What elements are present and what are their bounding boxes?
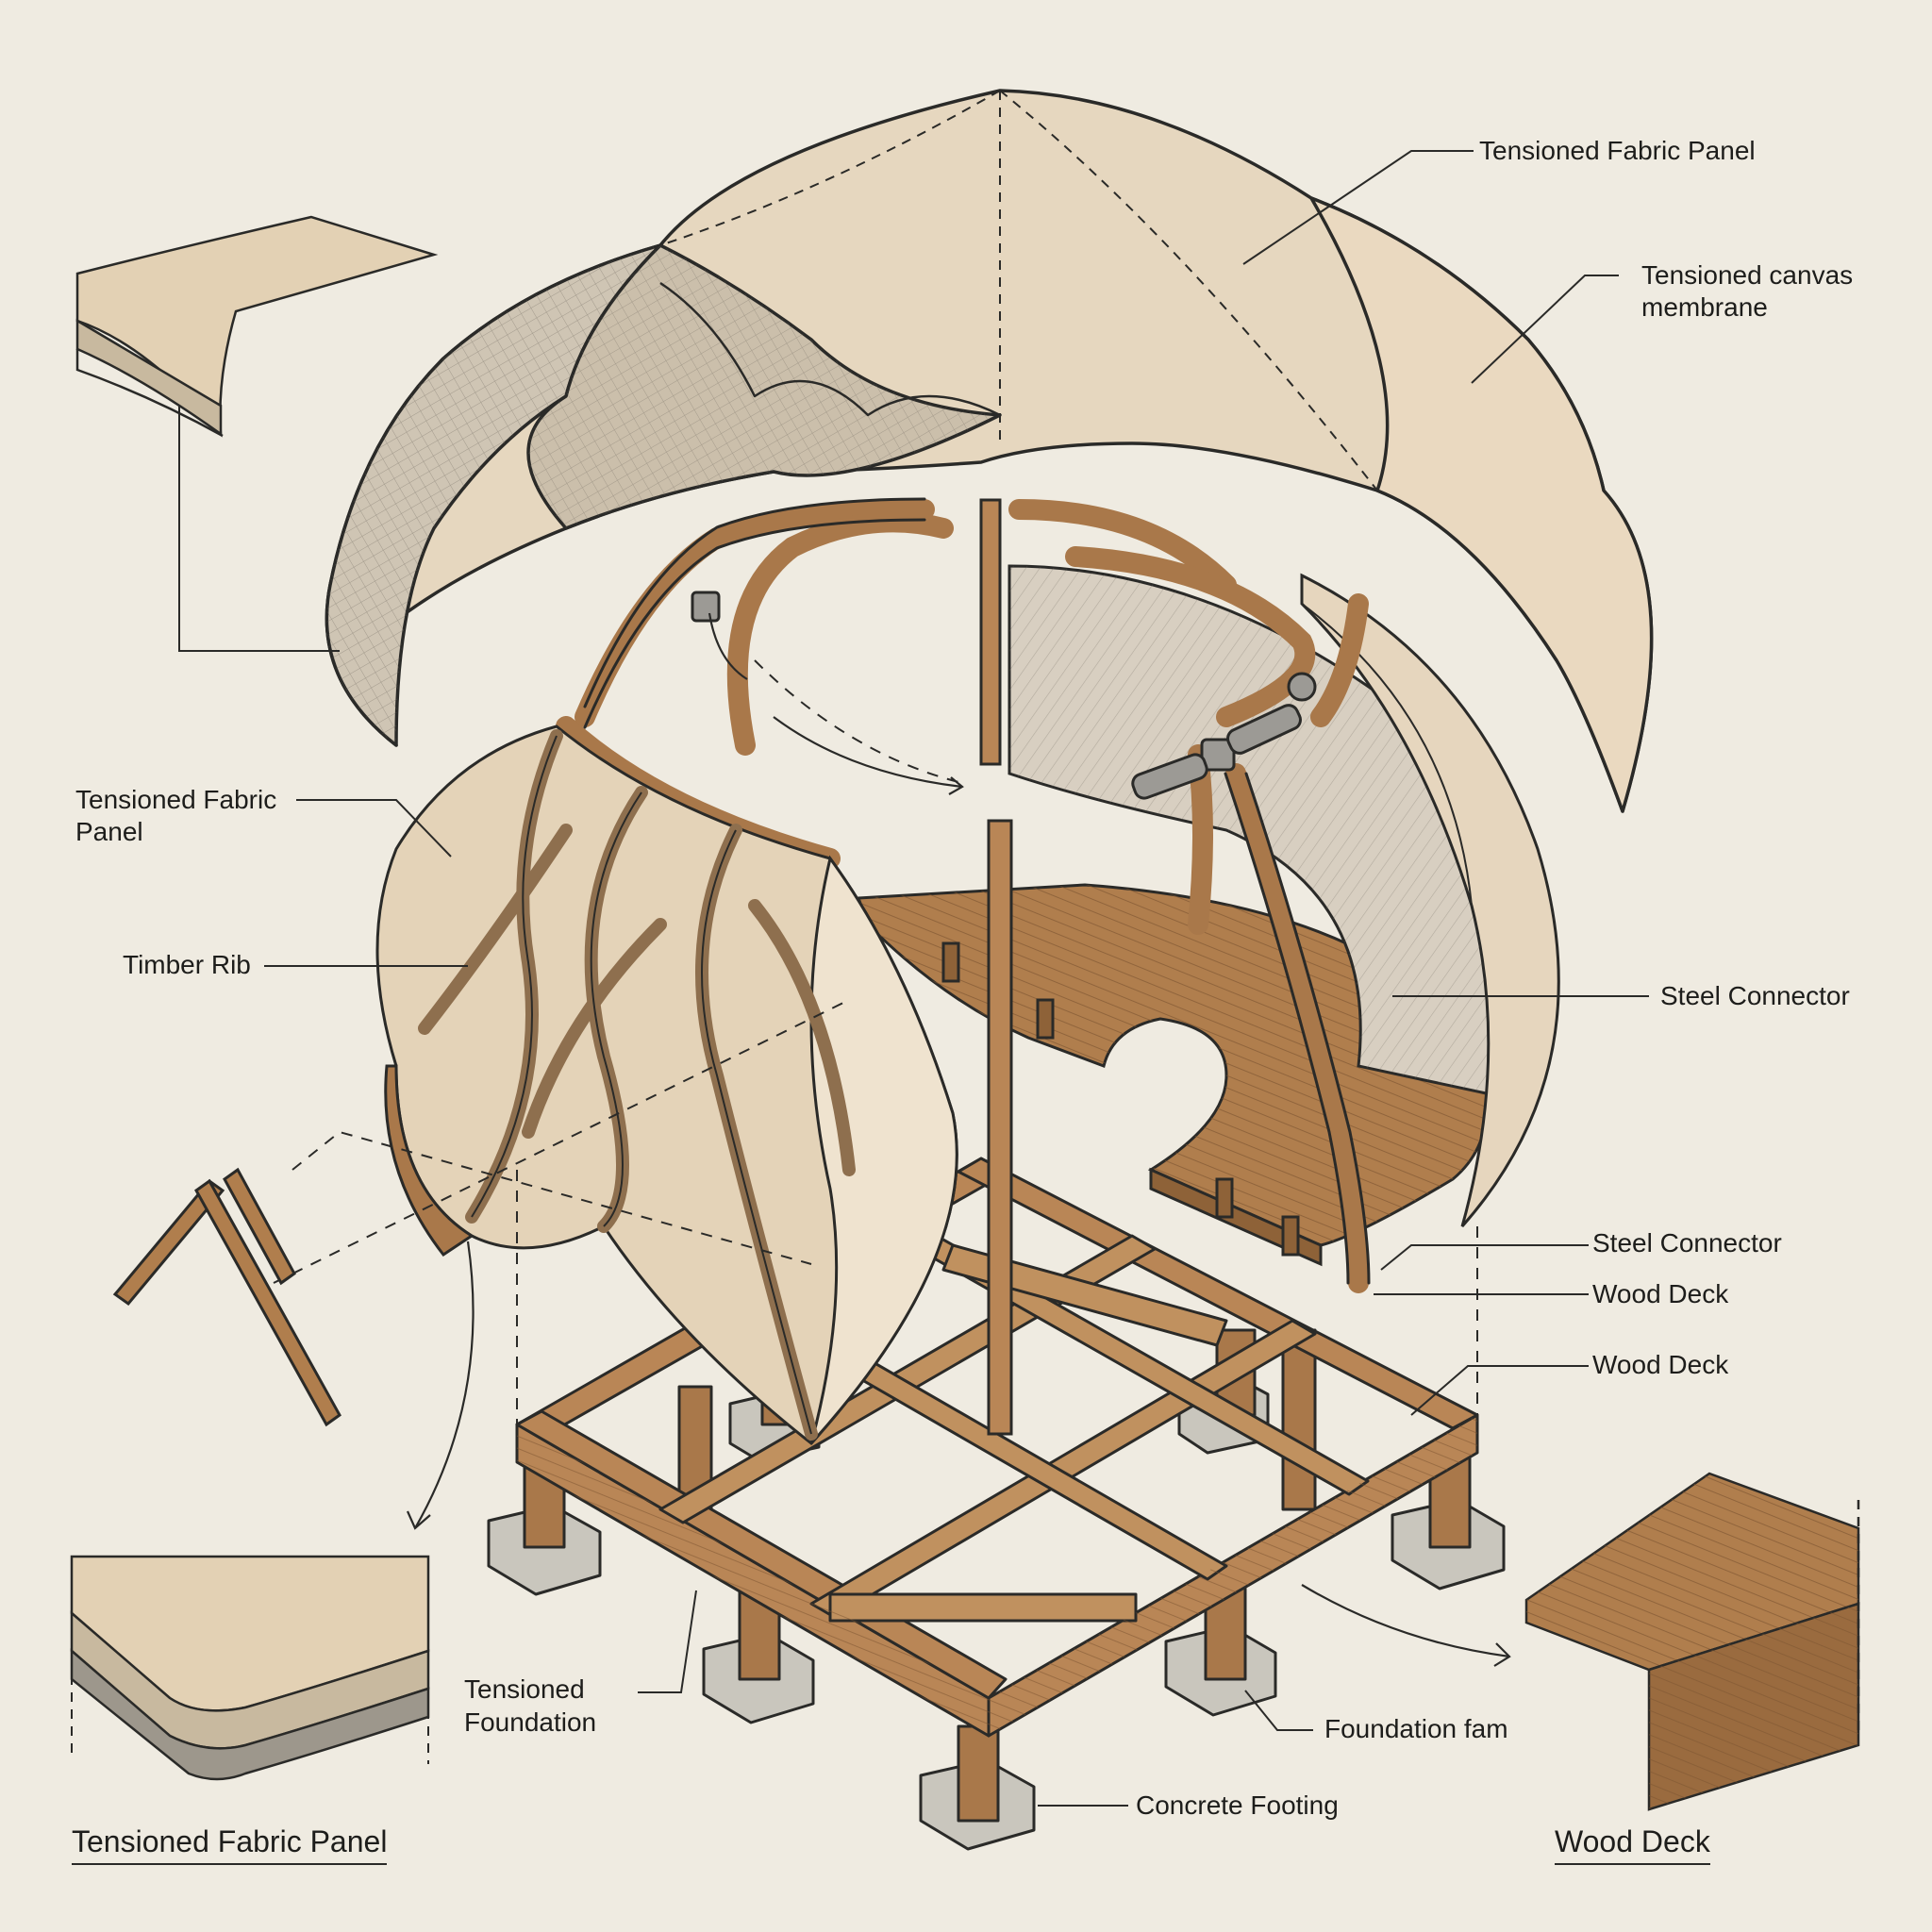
foundation-frame — [487, 1157, 1506, 1851]
label-timber-rib: Timber Rib — [123, 950, 251, 979]
wood-deck-detail — [1524, 1472, 1860, 1811]
label-left-fabric-panel-line1: Tensioned Fabric — [75, 785, 277, 814]
label-wood-deck-upper: Wood Deck — [1592, 1279, 1729, 1308]
label-canvas-membrane-line2: membrane — [1641, 292, 1768, 322]
label-foundation-fam: Foundation fam — [1324, 1714, 1508, 1743]
detail-title-wood-deck: Wood Deck — [1555, 1824, 1710, 1865]
construction-lines — [273, 659, 1478, 1424]
bracket-detail — [112, 1167, 341, 1427]
label-canvas-membrane-line1: Tensioned canvas — [1641, 260, 1854, 290]
label-steel-connector-lower: Steel Connector — [1592, 1228, 1782, 1257]
detail-title-fabric-panel: Tensioned Fabric Panel — [72, 1824, 388, 1865]
label-left-fabric-panel-line2: Panel — [75, 817, 143, 846]
leader-lines — [178, 150, 1649, 1807]
left-fabric-shell — [375, 724, 958, 1446]
label-wood-deck-lower: Wood Deck — [1592, 1350, 1729, 1379]
right-canvas-petal — [1300, 573, 1560, 1227]
fabric-detail-top-left — [75, 215, 439, 438]
movement-arrows — [406, 612, 1511, 1667]
label-tensioned-foundation-line2: Foundation — [464, 1707, 597, 1737]
fabric-panel-detail — [70, 1555, 430, 1781]
label-steel-connector-upper: Steel Connector — [1660, 981, 1850, 1010]
label-tensioned-foundation-line1: Tensioned — [464, 1674, 585, 1704]
label-concrete-footing: Concrete Footing — [1136, 1790, 1339, 1820]
label-top-fabric-panel: Tensioned Fabric Panel — [1479, 136, 1756, 165]
steel-connectors — [691, 591, 1317, 800]
top-canopy — [325, 89, 1654, 813]
central-post — [979, 498, 1013, 1436]
